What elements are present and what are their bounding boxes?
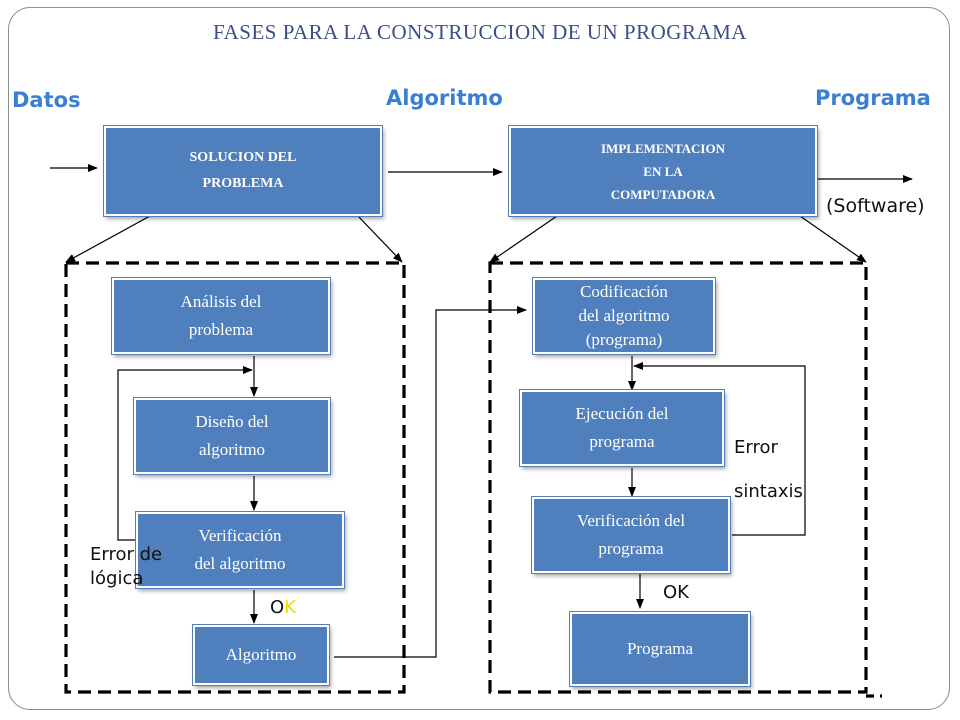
- ok-right-label: OK: [663, 582, 689, 603]
- header-algoritmo: Algoritmo: [386, 86, 503, 110]
- step-verificacion-programa: Verificación del programa: [532, 497, 730, 573]
- arrow-implementacion-left: [489, 215, 558, 263]
- arrow-algoritmo-to-codificacion: [334, 306, 527, 658]
- step-ejecucion-programa: Ejecución del programa: [520, 390, 724, 466]
- step-ejecucion-line1: Ejecución del: [575, 404, 669, 423]
- step-diseno-algoritmo: Diseño del algoritmo: [134, 398, 330, 474]
- loop-error-sintaxis: [633, 362, 806, 536]
- step-codificacion-line3: (programa): [585, 330, 663, 349]
- error-sintaxis-line2: sintaxis: [734, 481, 803, 502]
- box-solucion-problema: SOLUCION DEL PROBLEMA: [104, 126, 382, 216]
- ok-left-k: K: [284, 597, 296, 618]
- box-implementacion-line2: EN LA: [643, 163, 683, 179]
- step-ejecucion-line2: programa: [589, 432, 655, 451]
- step-diseno-line1: Diseño del: [195, 412, 269, 431]
- step-verificacion-prog-line2: programa: [598, 539, 664, 558]
- arrow-implementacion-right: [799, 215, 867, 263]
- box-solucion-line1: SOLUCION DEL: [189, 150, 297, 165]
- step-verificacion-line1: Verificación: [198, 526, 282, 545]
- step-verificacion-line2: del algoritmo: [194, 554, 286, 573]
- arrow-solucion-left: [65, 215, 151, 263]
- step-codificacion-line1: Codificación: [580, 282, 668, 301]
- loop-error-logica: [117, 366, 253, 541]
- step-analisis-line2: problema: [188, 320, 254, 339]
- box-implementacion-line3: COMPUTADORA: [610, 186, 716, 202]
- step-codificacion: Codificación del algoritmo (programa): [533, 278, 715, 354]
- error-logica-label: Error de lógica: [90, 543, 162, 591]
- step-verificacion-prog-line1: Verificación del: [576, 511, 686, 530]
- left-dashed-container: [64, 261, 406, 694]
- error-logica-line2: lógica: [90, 568, 144, 589]
- page-title: FASES PARA LA CONSTRUCCION DE UN PROGRAM…: [213, 20, 747, 44]
- step-diseno-line2: algoritmo: [198, 440, 266, 459]
- box-solucion-line2: PROBLEMA: [202, 176, 284, 191]
- header-programa: Programa: [815, 86, 931, 110]
- arrow-solucion-right: [357, 215, 403, 263]
- header-datos: Datos: [12, 88, 81, 112]
- step-programa: Programa: [570, 612, 750, 686]
- ok-left-label: OK: [270, 596, 296, 620]
- right-dashed-container: [488, 261, 868, 694]
- step-analisis-problema: Análisis del problema: [112, 278, 330, 354]
- ok-left-o: O: [270, 597, 285, 618]
- box-implementacion: IMPLEMENTACION EN LA COMPUTADORA: [509, 126, 817, 216]
- box-implementacion-line1: IMPLEMENTACION: [601, 140, 725, 156]
- step-codificacion-line2: del algoritmo: [578, 306, 670, 325]
- error-sintaxis-label: Error sintaxis: [734, 426, 803, 514]
- step-verificacion-algoritmo: Verificación del algoritmo: [136, 512, 344, 588]
- slide-frame: [8, 7, 950, 710]
- step-analisis-line1: Análisis del: [180, 292, 262, 311]
- error-logica-line1: Error de: [90, 544, 163, 565]
- step-algoritmo: Algoritmo: [193, 625, 329, 685]
- software-label: (Software): [826, 195, 925, 217]
- error-sintaxis-line1: Error: [734, 437, 778, 458]
